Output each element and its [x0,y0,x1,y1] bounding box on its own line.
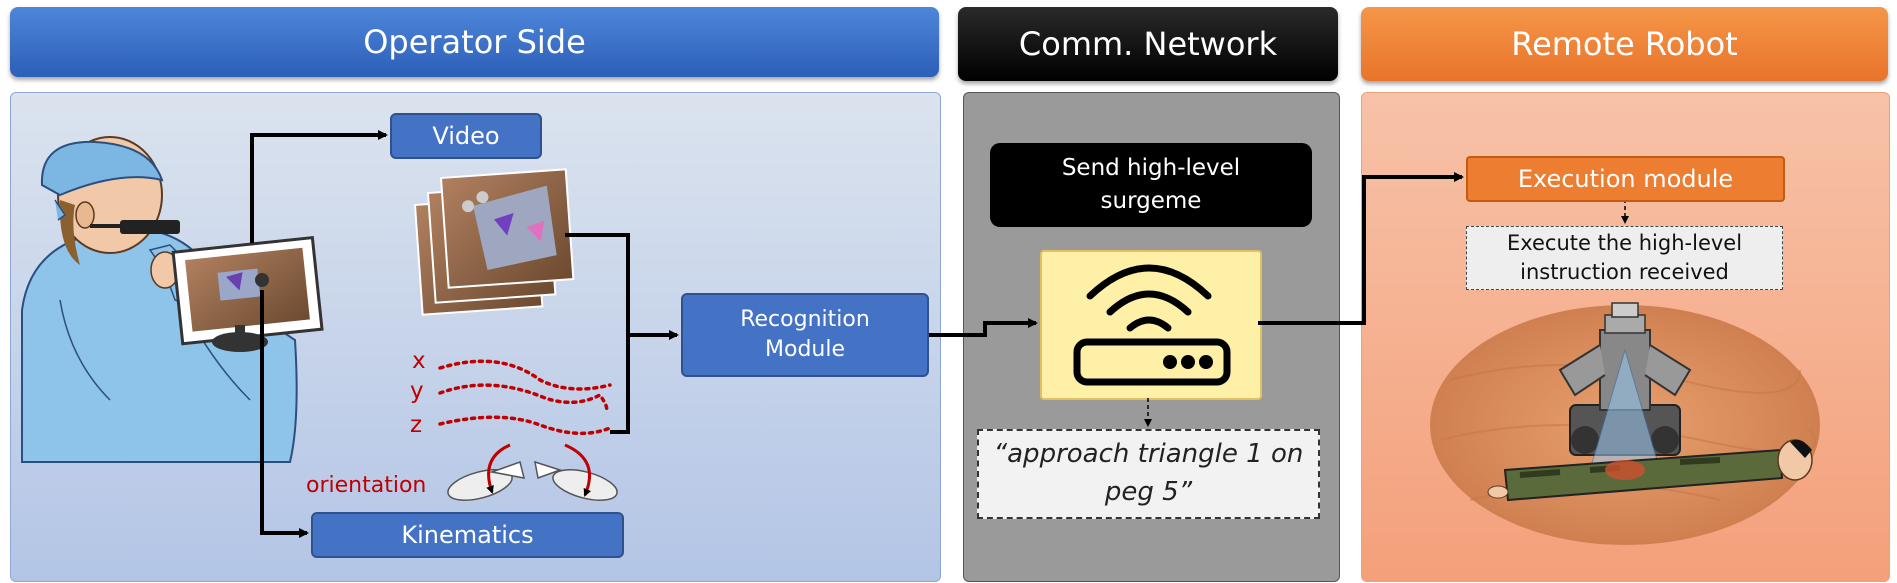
comm-network-title: Comm. Network [1018,25,1278,63]
surgeme-quote-line2: peg 5” [1104,477,1193,507]
instruction-line2: instruction received [1520,260,1729,284]
axis-z-label: z [410,412,423,438]
recognition-label-line2: Module [765,337,845,362]
send-surgeme-line1: Send high-level [1061,154,1241,181]
instruction-box: Execute the high-level instruction recei… [1466,226,1783,290]
surgeme-quote-line1: “approach triangle 1 on [993,439,1304,470]
remote-robot-header: Remote Robot [1361,7,1888,81]
video-label: Video [432,121,500,150]
send-surgeme-box: Send high-level surgeme [990,143,1312,227]
video-box: Video [390,113,542,159]
execution-module-label: Execution module [1517,165,1734,193]
recognition-label-line1: Recognition [740,307,870,333]
instruction-line1: Execute the high-level [1506,230,1743,255]
orientation-label: orientation [306,473,427,498]
surgeme-quote-box: “approach triangle 1 on peg 5” [977,429,1320,519]
send-surgeme-line2: surgeme [1100,188,1202,214]
remote-robot-title: Remote Robot [1511,25,1738,63]
kinematics-box: Kinematics [311,512,624,558]
axis-x-label: x [412,348,426,374]
execution-module-box: Execution module [1466,156,1785,202]
kinematics-label: Kinematics [401,520,534,549]
recognition-module-box: Recognition Module [681,293,929,377]
operator-side-title: Operator Side [363,23,586,61]
router-box [1040,250,1262,400]
operator-side-header: Operator Side [10,7,939,77]
axis-y-label: y [410,378,424,404]
comm-network-header: Comm. Network [958,7,1338,81]
